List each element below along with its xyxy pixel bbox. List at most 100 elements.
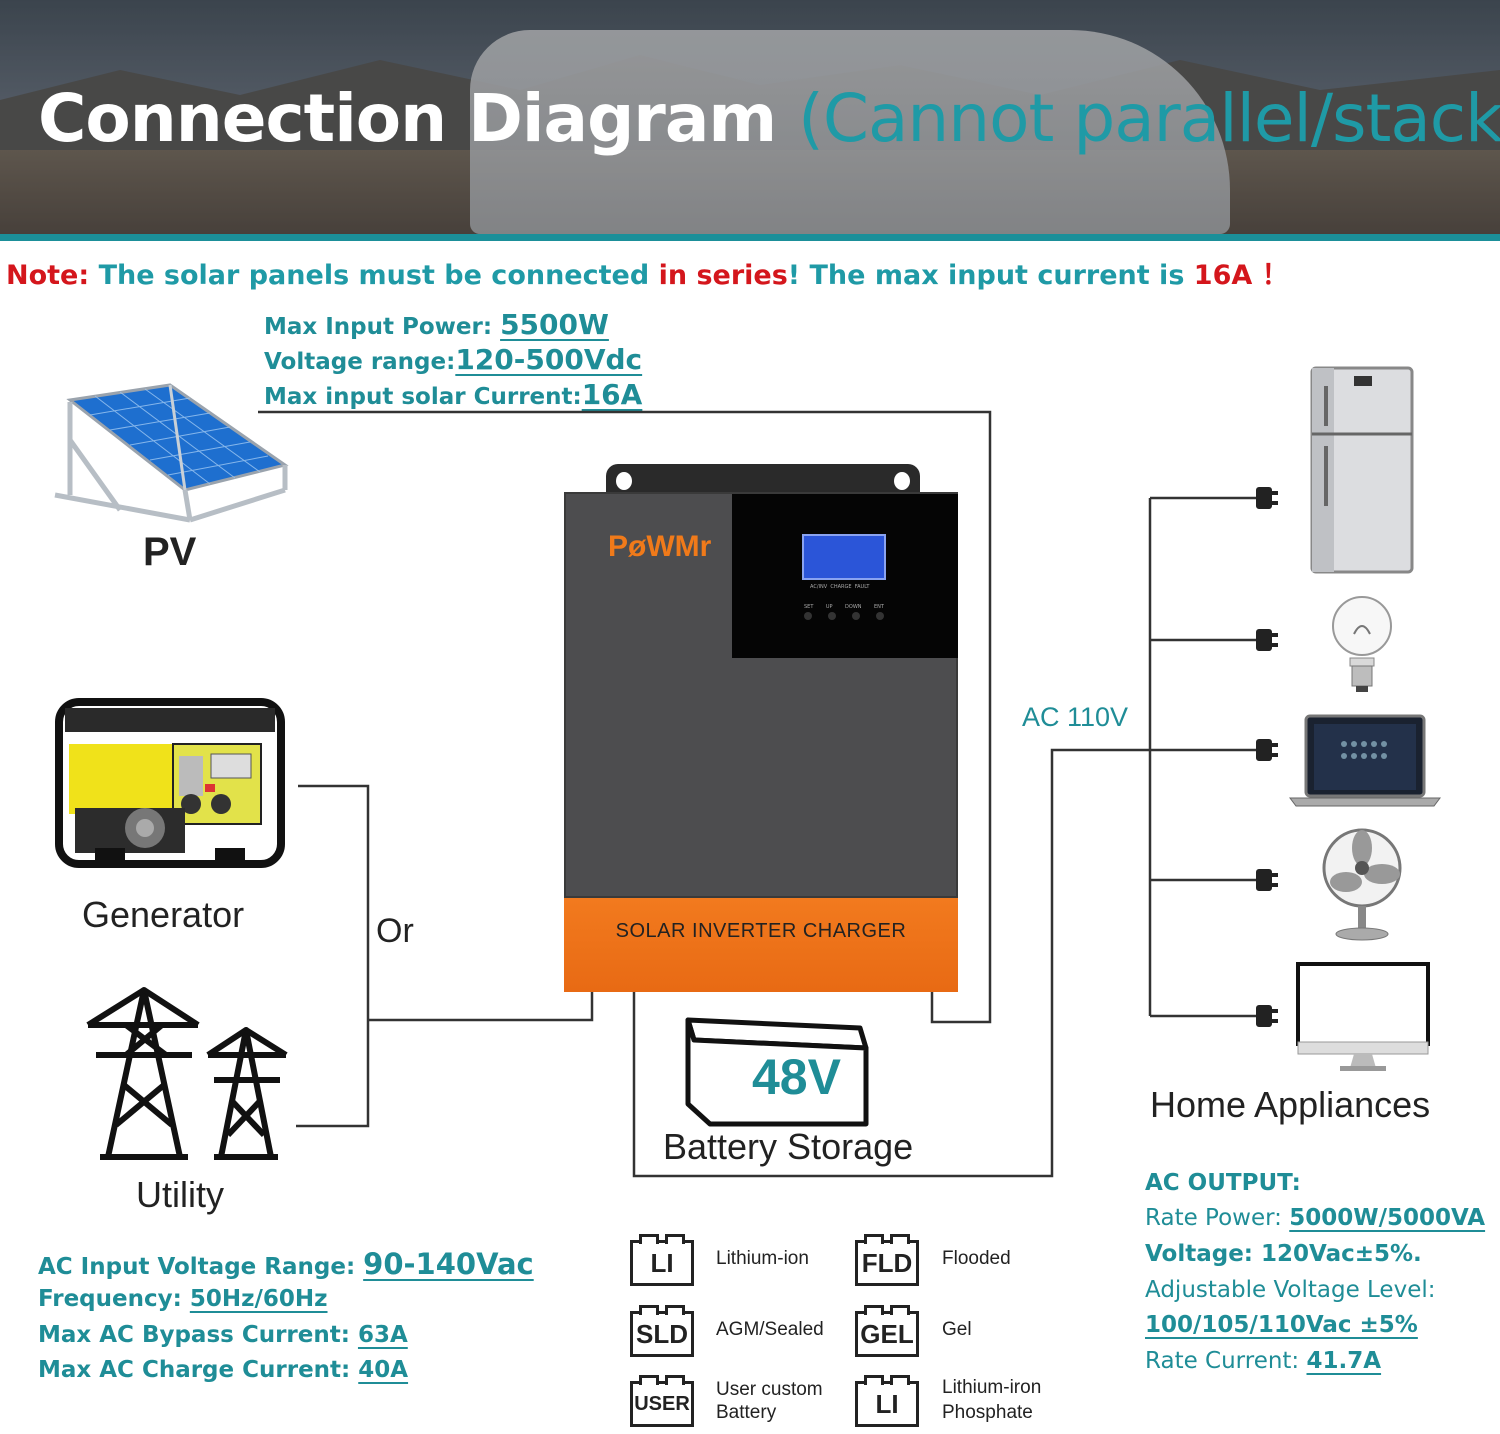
note-prefix: Note: [6, 260, 90, 291]
plug-icon [1256, 739, 1278, 761]
inverter-front-label: SOLAR INVERTER CHARGER [615, 920, 907, 942]
enter-button[interactable] [876, 612, 884, 620]
up-button[interactable] [828, 612, 836, 620]
pv-max-power: Max Input Power: 5500W [264, 308, 609, 341]
battery-type-agm: AGM/Sealed [716, 1319, 824, 1340]
led-fault: FAULT [854, 584, 870, 590]
ac-output-rate-power: Rate Power: 5000W/5000VA [1145, 1205, 1485, 1231]
ac-input-voltage-range: AC Input Voltage Range: 90-140Vac [38, 1247, 534, 1281]
pv-power-value: 5500W [500, 308, 609, 341]
pv-wire [258, 410, 992, 1024]
power-tower-icon [86, 987, 288, 1160]
utility-label: Utility [136, 1174, 224, 1215]
charge-label: Max AC Charge Current: [38, 1357, 359, 1383]
note-suffix: ！ [1252, 260, 1289, 291]
down-button[interactable] [852, 612, 860, 620]
pv-label: PV [143, 530, 197, 574]
home-appliances-label: Home Appliances [1150, 1084, 1431, 1125]
ac-input-frequency: Frequency: 50Hz/60Hz [38, 1286, 328, 1312]
battery-icon [685, 1017, 869, 1127]
or-label: Or [376, 912, 414, 950]
title-subtitle: (Cannot parallel/stack) [798, 80, 1500, 157]
max-bypass-current: Max AC Bypass Current: 63A [38, 1322, 408, 1348]
rate-current-label: Rate Current: [1145, 1348, 1307, 1374]
lcd-display [802, 534, 886, 580]
rate-power-value: 5000W/5000VA [1289, 1205, 1486, 1231]
battery-type-flooded: Flooded [942, 1248, 1011, 1269]
page-title: Connection Diagram (Cannot parallel/stac… [38, 80, 1500, 157]
pv-voltage-label: Voltage range: [264, 349, 456, 375]
battery-type-gel: Gel [942, 1319, 972, 1340]
bypass-value: 63A [357, 1322, 408, 1348]
header-banner: Connection Diagram (Cannot parallel/stac… [0, 0, 1500, 234]
control-panel: AC/INV CHARGE FAULT SET UP DOWN ENT [732, 494, 958, 658]
adjustable-voltage-value: 100/105/110Vac ±5% [1145, 1312, 1418, 1338]
generator-icon [55, 698, 285, 868]
btn-set-label: SET [804, 604, 814, 610]
battery-type-user-badge: USER [630, 1375, 694, 1427]
title-main: Connection Diagram [38, 80, 777, 157]
charge-value: 40A [358, 1357, 409, 1383]
light-bulb-icon [1332, 596, 1392, 692]
brand-logo: PøWMr [608, 530, 712, 563]
solar-panel-icon [54, 383, 289, 523]
battery-type-li-badge: LI [630, 1234, 694, 1286]
battery-type-sld-badge: SLD [630, 1305, 694, 1357]
note-text-2: ! The max input current is [787, 260, 1194, 291]
plug-icon [1256, 629, 1278, 651]
adjustable-voltage-level: 100/105/110Vac ±5% [1145, 1312, 1418, 1338]
adjustable-voltage-label: Adjustable Voltage Level: [1145, 1277, 1436, 1303]
battery-storage-label: Battery Storage [663, 1126, 914, 1167]
ac-output-heading: AC OUTPUT: [1145, 1170, 1301, 1196]
led-labels: AC/INV CHARGE FAULT [810, 584, 869, 590]
plug-icon [1256, 1005, 1278, 1027]
laptop-icon [1289, 714, 1441, 807]
battery-type-lithium-ion: Lithium-ion [716, 1248, 809, 1269]
rv-image [470, 30, 1230, 234]
generator-label: Generator [82, 894, 245, 935]
button-labels: SET UP DOWN ENT [804, 604, 884, 610]
btn-ent-label: ENT [874, 604, 884, 610]
battery-type-user-custom: User custom Battery [716, 1379, 823, 1423]
inverter-front-panel: SOLAR INVERTER CHARGER [564, 898, 958, 992]
battery-type-lifepo4-badge: LI [855, 1375, 919, 1427]
bypass-label: Max AC Bypass Current: [38, 1322, 358, 1348]
note-text-1: The solar panels must be connected [89, 260, 659, 291]
rate-power-label: Rate Power: [1145, 1205, 1290, 1231]
set-button[interactable] [804, 612, 812, 620]
ac-110v-label: AC 110V [1022, 702, 1129, 732]
pv-current-value: 16A [581, 378, 643, 411]
inverter-unit: PøWMr AC/INV CHARGE FAULT SET UP DOWN ENT S… [564, 464, 958, 992]
pv-current-label: Max input solar Current: [264, 384, 582, 410]
btn-down-label: DOWN [845, 604, 862, 610]
led-charge: CHARGE [830, 584, 852, 590]
freq-label: Frequency: [38, 1286, 190, 1312]
ac-output-rate-current: Rate Current: 41.7A [1145, 1348, 1381, 1374]
refrigerator-icon [1310, 366, 1414, 574]
max-charge-current: Max AC Charge Current: 40A [38, 1357, 408, 1383]
pv-voltage-value: 120-500Vdc [455, 343, 643, 376]
pv-max-current: Max input solar Current:16A [264, 378, 642, 411]
series-note: Note: The solar panels must be connected… [6, 253, 1289, 292]
rate-current-value: 41.7A [1306, 1348, 1382, 1374]
ac-input-range-value: 90-140Vac [363, 1247, 534, 1281]
btn-up-label: UP [825, 604, 833, 610]
plug-icon [1256, 487, 1278, 509]
freq-value: 50Hz/60Hz [189, 1286, 328, 1312]
pv-power-label: Max Input Power: [264, 314, 501, 340]
ac-input-range-label: AC Input Voltage Range: [38, 1254, 364, 1280]
note-emphasis-series: in series [658, 260, 788, 291]
divider [0, 234, 1500, 241]
pv-voltage-range: Voltage range:120-500Vdc [264, 343, 642, 376]
note-emphasis-current: 16A [1193, 260, 1253, 291]
ac-output-voltage: Voltage: 120Vac±5%. [1145, 1241, 1422, 1267]
fan-icon [1322, 828, 1402, 941]
led-acinv: AC/INV [810, 584, 828, 590]
plug-icon [1256, 869, 1278, 891]
monitor-icon [1296, 962, 1430, 1071]
battery-voltage: 48V [752, 1049, 841, 1105]
battery-type-gel-badge: GEL [855, 1305, 919, 1357]
battery-type-lifepo4: Lithium-iron Phosphate [942, 1377, 1042, 1423]
battery-type-fld-badge: FLD [855, 1234, 919, 1286]
